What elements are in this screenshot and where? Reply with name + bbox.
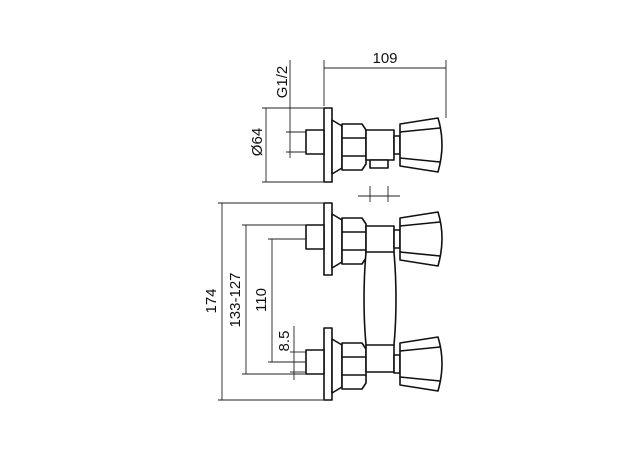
- dim-109-label: 109: [372, 50, 397, 67]
- dim-110: 110: [253, 238, 306, 363]
- upper-inlet-pipe: [305, 224, 325, 250]
- dim-133-127-label: 133-127: [227, 272, 244, 327]
- lower-hex-nut: [341, 342, 367, 390]
- mixer-body: [363, 225, 397, 373]
- lower-flange-plate: [323, 327, 333, 401]
- upper-flange-plate: [323, 202, 333, 276]
- dim-thread-label: G1/2: [274, 66, 291, 99]
- front-view: [305, 202, 443, 401]
- dim-174: 174: [203, 202, 324, 401]
- top-flange-plate: [323, 107, 333, 183]
- top-inlet-pipe: [305, 129, 325, 155]
- top-valve-body: [365, 129, 395, 161]
- dim-8-5: 8.5: [276, 326, 306, 380]
- top-hex-nut: [341, 123, 367, 171]
- top-flange-collar: [331, 119, 343, 175]
- lower-inlet-pipe: [305, 349, 325, 375]
- dim-8-5-label: 8.5: [276, 331, 293, 352]
- top-handle: [399, 117, 443, 173]
- upper-handle: [399, 211, 443, 267]
- top-outlet-spout: [369, 159, 389, 169]
- top-spindle: [393, 135, 401, 155]
- dim-133-127: 133-127: [227, 224, 306, 375]
- dim-flange-label: Ø64: [249, 128, 266, 156]
- dim-outlet: [358, 186, 400, 202]
- dim-thread: G1/2: [274, 60, 306, 158]
- dim-flange: Ø64: [249, 107, 324, 183]
- dim-174-label: 174: [203, 288, 220, 313]
- top-view: [305, 107, 443, 183]
- upper-hex-nut: [341, 217, 367, 265]
- dim-109: 109: [323, 50, 447, 118]
- dim-110-label: 110: [253, 288, 270, 312]
- lower-handle: [399, 336, 443, 392]
